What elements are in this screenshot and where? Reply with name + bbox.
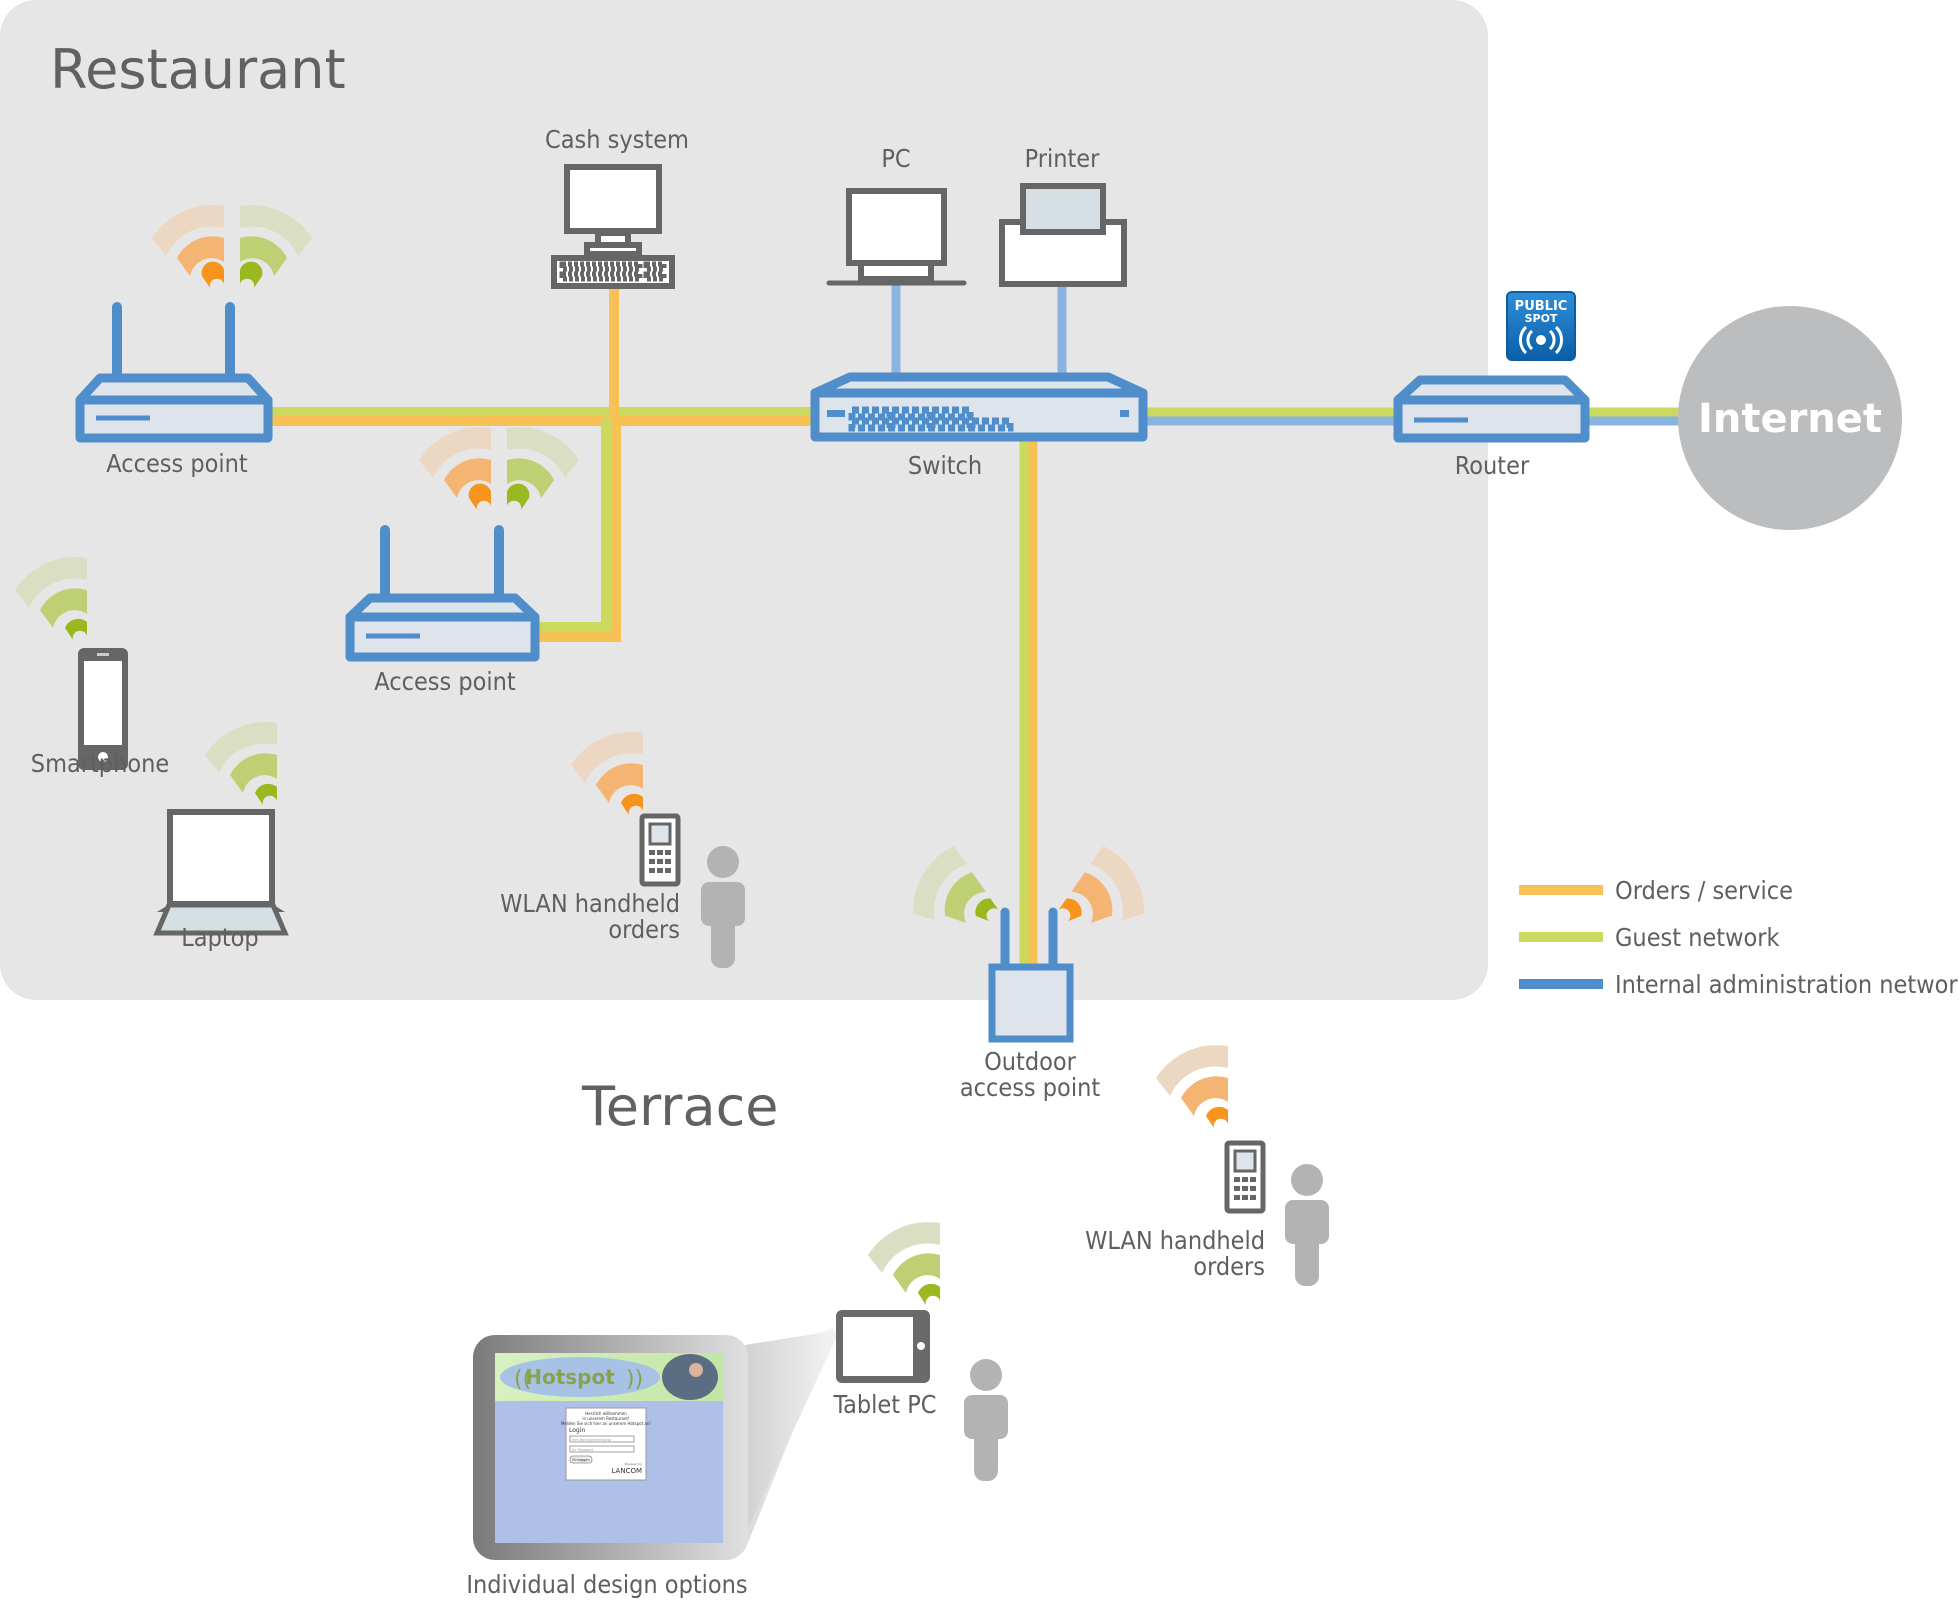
- printer[interactable]: Printer: [999, 144, 1127, 287]
- login-box: [565, 1407, 647, 1481]
- wifi-signal-icon: [1156, 1045, 1228, 1128]
- outdoor-access-point[interactable]: Outdoor access point: [894, 845, 1163, 1102]
- brand-logo: LANCOM: [611, 1467, 642, 1475]
- internet: Internet: [1678, 306, 1902, 530]
- public-spot-badge: PUBLIC SPOT: [1506, 291, 1576, 361]
- laptop-label: Laptop: [181, 923, 258, 952]
- legend-swatch: [1519, 932, 1603, 942]
- handheld-outdoor-label-line1: WLAN handheld: [1085, 1226, 1265, 1255]
- monitor-icon: [564, 164, 662, 234]
- restaurant-title: Restaurant: [50, 38, 346, 101]
- wifi-signal-icon: [868, 1222, 940, 1305]
- hotspot-photo: [662, 1354, 718, 1400]
- cable-orders-ap2: [535, 421, 621, 642]
- login-welcome-2: in unserem Restaurant!: [582, 1416, 629, 1421]
- login-title: Login: [569, 1427, 585, 1434]
- handheld-indoor-label-line2: orders: [608, 915, 680, 944]
- design-options-label: Individual design options: [466, 1570, 747, 1599]
- terrace-title: Terrace: [581, 1075, 779, 1138]
- access-point-1[interactable]: Access point: [75, 205, 312, 478]
- router[interactable]: Router: [1393, 375, 1590, 480]
- laptop[interactable]: Laptop: [153, 722, 289, 952]
- pc-label: PC: [881, 144, 910, 173]
- wlan-handheld-indoor[interactable]: WLAN handheld orders: [500, 732, 745, 968]
- hotspot-wave-icon: )): [626, 1367, 643, 1392]
- laptop-icon: [167, 809, 275, 907]
- printer-label: Printer: [1025, 144, 1101, 173]
- password-field[interactable]: [569, 1445, 635, 1453]
- hotspot-banner: Hotspot: [525, 1365, 615, 1389]
- cash-system[interactable]: Cash system: [545, 125, 689, 289]
- router-label: Router: [1455, 451, 1530, 480]
- legend-swatch: [1519, 979, 1603, 989]
- public-spot-line2: SPOT: [1525, 312, 1558, 325]
- access-point-2[interactable]: Access point: [345, 427, 579, 696]
- hotspot-wave-icon: ((: [514, 1367, 531, 1392]
- switch[interactable]: Switch: [810, 372, 1148, 480]
- smartphone[interactable]: Smartphone: [15, 557, 169, 778]
- outdoor-ap-label-line1: Outdoor: [984, 1047, 1077, 1076]
- password-placeholder: Ihr Passwort: [572, 1448, 594, 1452]
- tablet-label: Tablet PC: [833, 1390, 937, 1419]
- cables: [268, 285, 1690, 965]
- username-field[interactable]: [569, 1435, 635, 1443]
- internet-label: Internet: [1698, 396, 1882, 442]
- handheld-icon: [642, 816, 678, 884]
- cash-system-label: Cash system: [545, 125, 689, 154]
- monitor-icon: [846, 188, 947, 266]
- public-spot-line1: PUBLIC: [1515, 299, 1568, 314]
- login-welcome-3: Melden Sie sich hier an unserem Hotspot …: [561, 1421, 651, 1426]
- cable-guest-ap2: [535, 417, 611, 632]
- outdoor-ap-label-line2: access point: [960, 1073, 1100, 1102]
- login-button-label: Einloggen: [572, 1458, 589, 1462]
- legend-label: Guest network: [1615, 923, 1780, 952]
- person-icon: [964, 1359, 1008, 1481]
- access-point-icon: [75, 395, 273, 443]
- hotspot-login-preview: Hotspot (( )) Herzlich willkommen in uns…: [466, 1335, 748, 1599]
- access-point-1-label: Access point: [106, 449, 248, 478]
- person-icon: [1285, 1164, 1329, 1286]
- login-welcome-1: Herzlich willkommen: [585, 1411, 627, 1416]
- smartphone-label: Smartphone: [31, 749, 169, 778]
- handheld-indoor-label-line1: WLAN handheld: [500, 889, 680, 918]
- tablet-pc[interactable]: Tablet PC: [833, 1222, 1008, 1481]
- powered-by: Powered by: [625, 1462, 643, 1466]
- pc[interactable]: PC: [826, 144, 967, 286]
- outdoor-ap-icon: [988, 963, 1074, 1043]
- username-placeholder: Ihre Benutzerkennung: [572, 1438, 611, 1442]
- access-point-2-label: Access point: [374, 667, 516, 696]
- zoom-beam-shade: [745, 1327, 835, 1550]
- switch-label: Switch: [908, 451, 982, 480]
- hotspot-icon: [1536, 335, 1546, 345]
- handheld-outdoor-label-line2: orders: [1193, 1252, 1265, 1281]
- login-button[interactable]: [569, 1455, 593, 1464]
- legend-label: Internal administration network: [1615, 970, 1959, 999]
- internet-globe: [1678, 306, 1902, 530]
- handheld-icon: [1227, 1143, 1263, 1211]
- legend-swatch: [1519, 885, 1603, 895]
- wlan-handheld-outdoor[interactable]: WLAN handheld orders: [1085, 1045, 1329, 1286]
- legend-label: Orders / service: [1615, 876, 1793, 905]
